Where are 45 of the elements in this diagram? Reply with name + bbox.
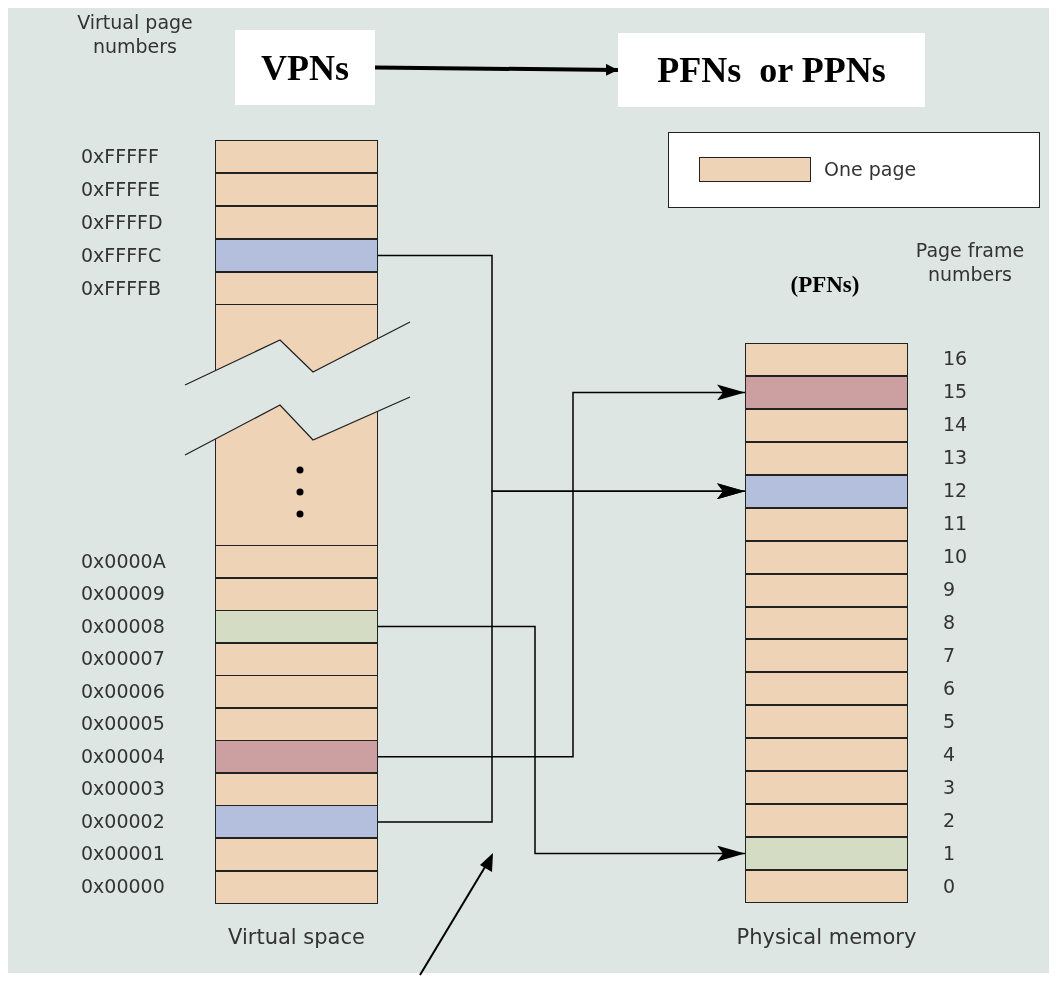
frame-number: 11 [943,512,968,535]
legend-label: One page [824,157,917,181]
frame-number: 15 [943,380,968,403]
page-address: 0x00007 [81,647,165,670]
column-caption: Virtual space [227,925,366,949]
frame-number: 10 [943,545,968,568]
page-address: 0x00004 [81,744,165,767]
page-address: 0x00008 [81,614,165,637]
axis-heading: Page frame numbers [914,238,1026,286]
arrow [377,483,746,823]
page-address: 0xFFFFB [81,276,162,299]
arrow [377,625,746,862]
page-address: 0x00006 [81,679,165,702]
page-address: 0x0000A [81,549,166,572]
frame-number: 9 [943,578,956,601]
page-address: 0xFFFFE [81,177,161,200]
frame-number: 2 [943,808,956,831]
page-address: 0x00009 [81,582,165,605]
frame-number: 8 [943,611,956,633]
frame-number: 16 [943,347,968,370]
title-box: PFNs or PPNs [618,33,925,107]
page-address: 0x00000 [81,875,165,897]
page-address: 0x00005 [81,712,165,735]
column-caption: Physical memory [735,925,918,949]
frame-number: 5 [943,709,956,732]
page-address: 0x00003 [81,777,165,800]
frame-number: 12 [943,479,968,502]
page-address: 0x00002 [81,809,165,832]
frame-number: 3 [943,775,956,798]
title-box: VPNs [235,30,375,105]
arrow [377,384,746,758]
frame-number: 1 [943,841,956,864]
frame-number: 7 [943,643,956,666]
page-address: 0xFFFFD [81,210,163,233]
frame-number: 6 [943,676,956,699]
frame-number: 0 [943,874,956,897]
page-address: 0xFFFFC [81,243,162,266]
page-address: 0xFFFFF [81,144,159,167]
frame-number: 13 [943,446,968,469]
axis-heading: Virtual page numbers [76,10,194,58]
arrow [374,63,619,76]
frame-number: 4 [943,742,956,765]
frame-number: 14 [943,413,968,436]
abbreviation-label: (PFNs) [789,272,861,298]
page-address: 0x00001 [81,842,165,865]
